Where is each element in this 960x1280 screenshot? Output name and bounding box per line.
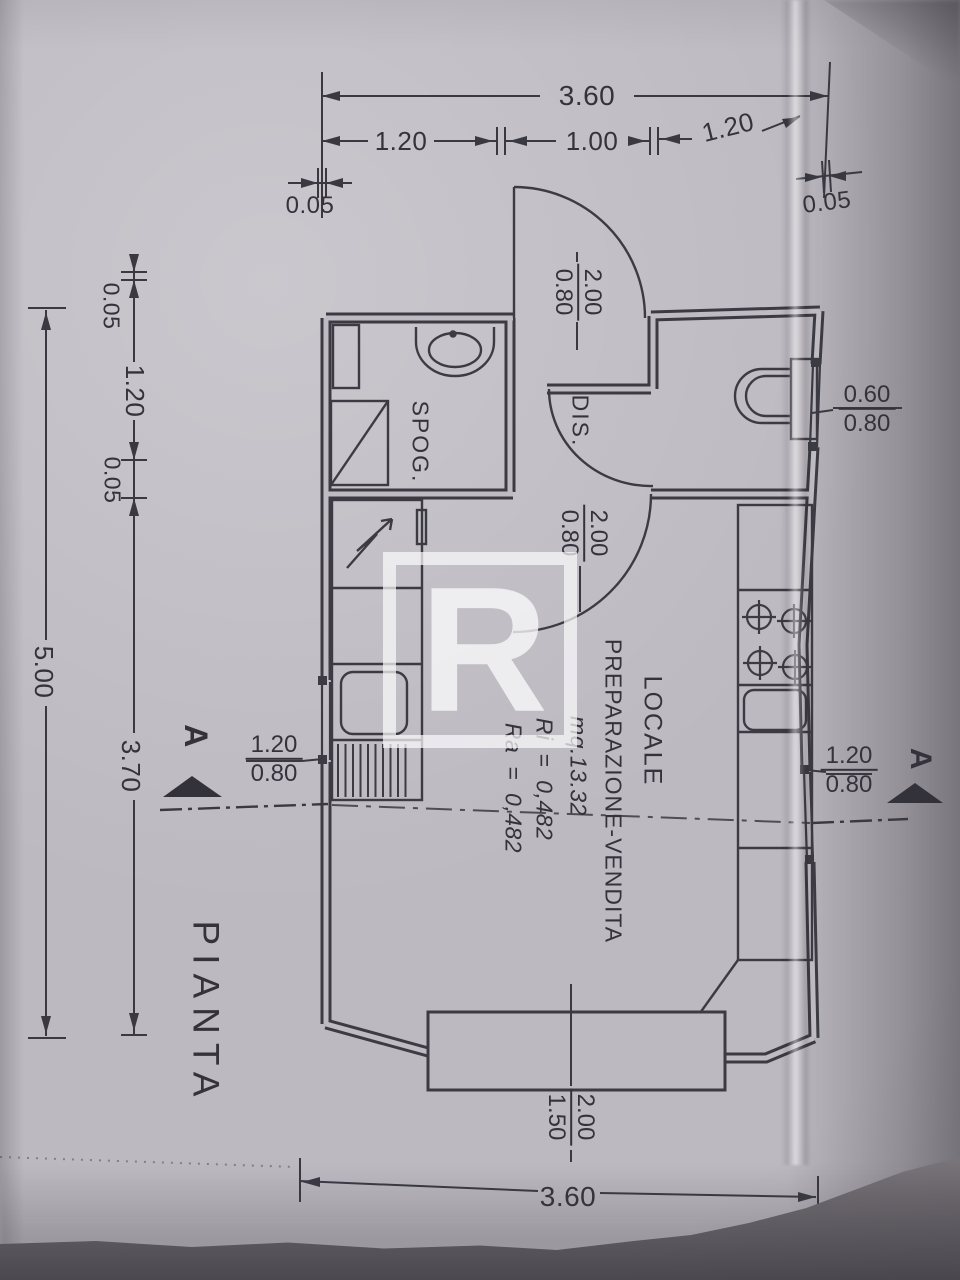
left-window bbox=[320, 682, 332, 760]
duct bbox=[331, 323, 361, 390]
basin-bowl bbox=[427, 331, 483, 369]
dim-wc-window-w: 0.80 bbox=[843, 410, 891, 437]
bottom-total-line bbox=[299, 1158, 819, 1216]
dim-left-offset-top: 0.05 bbox=[98, 282, 125, 330]
dim-top-seg-1: 1.20 bbox=[374, 126, 428, 156]
watermark-logo: R bbox=[383, 552, 577, 748]
dim-entry-door: 2.00 0.80 bbox=[550, 263, 607, 321]
section-triangle-left bbox=[163, 776, 222, 797]
doors bbox=[512, 185, 654, 634]
dim-entry-door-w: 0.80 bbox=[550, 268, 577, 316]
fixtures bbox=[329, 323, 819, 1092]
wc-bowl-inner bbox=[744, 374, 791, 418]
section-triangle-right bbox=[887, 783, 943, 803]
dim-top-seg-2: 1.00 bbox=[565, 126, 619, 156]
dim-left-seg: 1.20 bbox=[120, 364, 150, 418]
dim-right-window: 1.20 0.80 bbox=[820, 742, 878, 798]
dim-wc-window-h: 0.60 bbox=[838, 381, 896, 410]
section-markers bbox=[163, 776, 943, 803]
dim-left-total: 5.00 bbox=[29, 645, 59, 699]
section-label-left: A bbox=[178, 724, 214, 748]
dim-left-window-w: 0.80 bbox=[250, 760, 298, 787]
shower-diagonal bbox=[330, 400, 389, 486]
basin-tap bbox=[449, 330, 457, 338]
wc-window bbox=[808, 363, 822, 448]
paper-crease bbox=[781, 0, 811, 1165]
drawing-title: PIANTA bbox=[185, 920, 227, 1106]
watermark-letter: R bbox=[419, 549, 549, 749]
shower-tray bbox=[329, 399, 390, 487]
wc-door-swing bbox=[547, 388, 654, 488]
room-label-spog: SPOG. bbox=[407, 400, 434, 484]
top-segment-ticks bbox=[496, 127, 659, 155]
dim-entry-door-h: 2.00 bbox=[577, 263, 607, 321]
dim-left-offset-mid: 0.05 bbox=[99, 456, 126, 504]
left-counter bbox=[330, 498, 424, 802]
panel-handle bbox=[415, 508, 428, 546]
dim-right-window-h: 1.20 bbox=[820, 742, 878, 771]
right-counter-dividers bbox=[738, 588, 812, 850]
hatched-unit bbox=[337, 744, 407, 797]
dim-top-total: 3.60 bbox=[558, 80, 616, 111]
left-total-line bbox=[28, 307, 66, 1039]
section-label-right: A bbox=[904, 747, 937, 771]
locale-name: LOCALE bbox=[638, 675, 667, 787]
room-label-dis: DIS. bbox=[567, 394, 594, 448]
dim-left-main: 3.70 bbox=[116, 739, 146, 793]
entry-door-swing bbox=[513, 185, 647, 319]
dim-bottom-total: 3.60 bbox=[540, 1183, 597, 1211]
dim-left-window: 1.20 0.80 bbox=[245, 731, 303, 787]
serving-bay bbox=[426, 1010, 727, 1092]
dim-right-window-w: 0.80 bbox=[825, 771, 873, 798]
counter-end-diagonal bbox=[699, 959, 739, 1014]
dim-wc-window: 0.60 0.80 bbox=[838, 381, 896, 437]
wc-bowl-outer bbox=[733, 367, 791, 425]
left-window-leader bbox=[246, 758, 324, 762]
dim-bay-opening-h: 2.00 bbox=[570, 1088, 600, 1146]
basin-outline bbox=[414, 327, 496, 378]
dim-left-window-h: 1.20 bbox=[245, 731, 303, 760]
section-line bbox=[159, 802, 909, 825]
left-sink bbox=[339, 670, 409, 736]
dim-bay-opening: 2.00 1.50 bbox=[543, 1088, 600, 1146]
dim-bay-opening-w: 1.50 bbox=[543, 1093, 570, 1141]
locale-function: PREPARAZIONE-VENDITA bbox=[600, 638, 627, 944]
electrical-bolt-icon bbox=[346, 517, 394, 569]
inner-door-swing bbox=[512, 493, 653, 634]
dim-top-offset-left: 0.05 bbox=[285, 192, 335, 219]
dim-inner-door-h: 2.00 bbox=[583, 504, 613, 562]
